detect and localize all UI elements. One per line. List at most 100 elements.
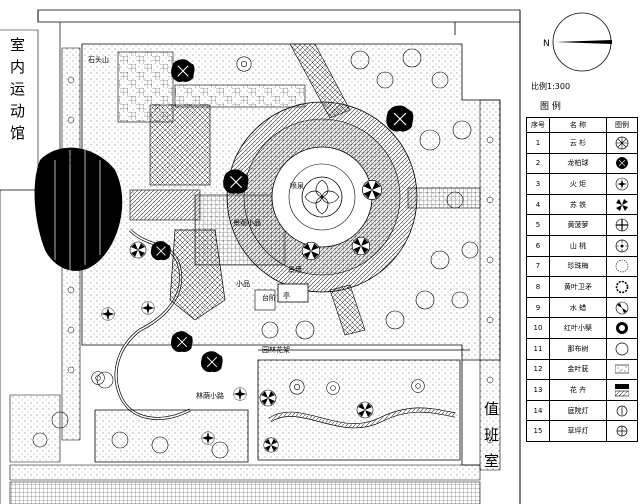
plan-label-a: 石头山 — [88, 55, 109, 64]
cycad-icon — [616, 198, 628, 211]
legend-row-name: 苏 铁 — [549, 193, 607, 216]
legend-row-name: 红叶小檗 — [549, 317, 607, 339]
light-tree-symbols — [32, 48, 479, 459]
legend-header-icon: 图例 — [606, 117, 638, 133]
stipple-area-icon — [615, 365, 629, 374]
legend-row-name: 龙柏球 — [549, 152, 607, 175]
bottom-pavement — [9, 481, 481, 504]
svg-text:馆: 馆 — [10, 124, 25, 142]
legend-row-name: 黄叶卫矛 — [549, 276, 607, 298]
legend-row-symbol — [606, 214, 638, 236]
privet-icon — [615, 301, 629, 314]
legend-row-name: 山 桃 — [549, 234, 607, 257]
sumac-icon — [615, 177, 629, 191]
rockery — [169, 229, 226, 321]
east-walkway — [407, 187, 481, 209]
legend-row-name: 珍珠梅 — [549, 255, 607, 278]
plan-label-b: 景观小品 — [233, 218, 261, 227]
legend-row-number: 6 — [526, 234, 550, 257]
legend-row-number: 13 — [526, 379, 550, 401]
svg-text:内: 内 — [10, 58, 25, 76]
svg-text:班: 班 — [484, 426, 499, 444]
plan-label-d: 喷泉 — [290, 181, 304, 190]
plan-label-g: 林荫小路 — [196, 391, 224, 400]
euonymus-icon — [615, 280, 629, 294]
legend-row-name: 草坪灯 — [549, 420, 607, 442]
legend-row-number: 12 — [526, 358, 550, 381]
legend-row-symbol — [606, 234, 638, 257]
legend-row-name: 火 炬 — [549, 173, 607, 195]
legend-row-number: 8 — [526, 276, 550, 298]
legend-row-symbol — [606, 296, 638, 319]
legend-row-symbol — [606, 358, 638, 381]
legend-row-symbol — [606, 276, 638, 298]
svg-text:运: 运 — [10, 80, 25, 98]
legend-row-symbol — [606, 317, 638, 339]
plan-label-f: 景墙 — [288, 265, 302, 274]
garden-lamp-icon — [616, 405, 628, 416]
legend-title: 图 例 — [540, 102, 561, 112]
svg-text:N: N — [543, 39, 550, 49]
legend-header-name: 名 称 — [549, 117, 607, 133]
legend-row-name: 水 蜡 — [549, 296, 607, 319]
legend-row-name: 黄菠萝 — [549, 214, 607, 236]
legend-row-symbol — [606, 420, 638, 442]
sorbaria-icon — [615, 260, 629, 273]
legend-row-name: 金叶莸 — [549, 358, 607, 381]
legend-row-symbol — [606, 379, 638, 401]
legend-row-symbol — [606, 193, 638, 216]
svg-text:值: 值 — [484, 400, 499, 418]
scale-label: 比例1:300 — [531, 82, 571, 91]
indoor-gym-label: 室 内 运 动 馆 — [10, 36, 25, 142]
legend-header: 序号 名 称 图例 — [526, 117, 638, 133]
legend-row-name: 花 卉 — [549, 379, 607, 401]
lawn-lamp-icon — [616, 425, 628, 437]
legend-row-symbol — [606, 399, 638, 422]
spruce-icon — [615, 136, 629, 150]
svg-text:室: 室 — [484, 452, 499, 470]
legend-row-number: 15 — [526, 420, 550, 442]
barberry-icon — [616, 322, 628, 335]
legend-row-number: 4 — [526, 193, 550, 216]
north-compass: N — [543, 12, 612, 72]
fountain-plaza — [226, 101, 418, 293]
svg-text:室: 室 — [10, 36, 25, 54]
legend-row-name: 那布树 — [549, 337, 607, 360]
plan-label-h: 小品 — [236, 279, 250, 288]
lamp-symbols — [67, 76, 494, 444]
legend-row-number: 10 — [526, 317, 550, 339]
legend-header-no: 序号 — [526, 117, 550, 133]
plan-label-i: 亭 — [283, 291, 290, 300]
legend-row-number: 2 — [526, 152, 550, 175]
legend-row-symbol — [606, 173, 638, 195]
legend-row-name: 庭院灯 — [549, 399, 607, 422]
top-boundary — [37, 9, 521, 23]
plan-label-c: 园林花架 — [262, 345, 290, 354]
legend-row-number: 5 — [526, 214, 550, 236]
cork-tree-icon — [615, 218, 629, 232]
duty-room-label: 值 班 室 — [484, 400, 499, 470]
legend-row-symbol — [606, 337, 638, 360]
peach-icon — [615, 239, 629, 253]
legend-row-number: 3 — [526, 173, 550, 195]
legend-row-number: 14 — [526, 399, 550, 422]
legend-row-number: 1 — [526, 132, 550, 154]
legend-row-symbol — [606, 152, 638, 175]
legend-row-name: 云 杉 — [549, 132, 607, 154]
